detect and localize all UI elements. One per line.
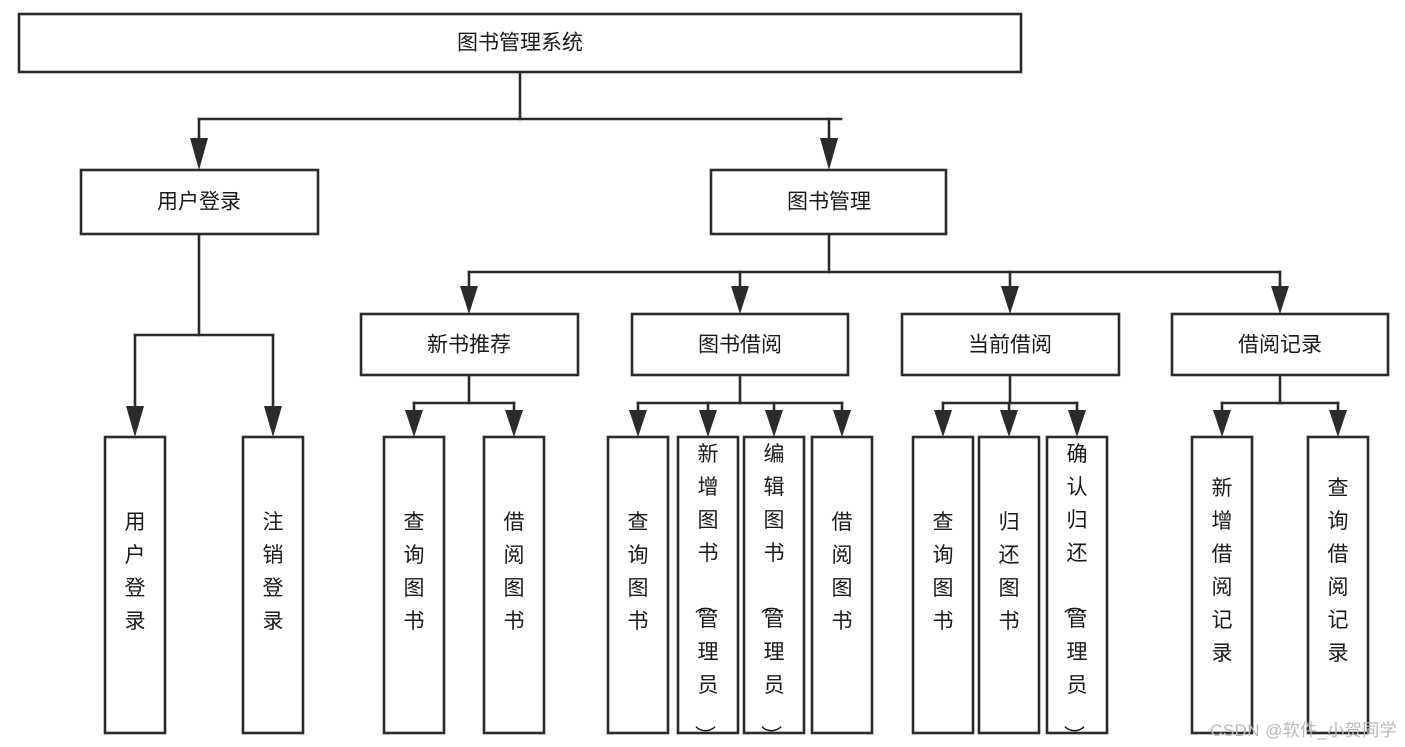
node-leaf-confirm-return-admin[interactable]: 确认归还（管理员） xyxy=(1045,435,1109,746)
leaf-return-book-label: 归还图书 xyxy=(999,511,1020,633)
node-leaf-query-book-2[interactable]: 查询图书 xyxy=(606,435,670,735)
node-leaf-add-borrow-record[interactable]: 新增借阅记录 xyxy=(1190,435,1254,735)
new-book-recommend-label: 新书推荐 xyxy=(427,334,511,357)
new-book-recommend-box[interactable] xyxy=(359,312,580,377)
leaf-add-book-admin-label: 新增图书（管理员） xyxy=(693,443,719,746)
leaf-query-borrow-record-box[interactable] xyxy=(1306,435,1370,735)
arrowhead-leaf-query-book-3 xyxy=(934,410,952,437)
leaf-return-book-box[interactable] xyxy=(977,435,1041,735)
node-leaf-query-borrow-record[interactable]: 查询借阅记录 xyxy=(1306,435,1370,735)
watermark-text: CSDN @软件_小贺同学 xyxy=(1210,721,1397,740)
book-borrow-box[interactable] xyxy=(630,312,850,377)
leaf-borrow-book-1-box[interactable] xyxy=(482,435,546,735)
node-leaf-return-book[interactable]: 归还图书 xyxy=(977,435,1041,735)
book-manage-box[interactable] xyxy=(709,168,948,236)
leaf-confirm-return-admin-label: 确认归还（管理员） xyxy=(1062,443,1088,746)
leaf-borrow-book-2-label: 借阅图书 xyxy=(832,511,853,633)
arrowhead-book-borrow xyxy=(731,286,749,314)
leaf-add-borrow-record-label: 新增借阅记录 xyxy=(1212,477,1233,665)
node-leaf-user-login[interactable]: 用户登录 xyxy=(103,435,167,735)
arrowhead-leaf-query-borrow-record xyxy=(1329,410,1347,437)
leaf-query-book-2-label: 查询图书 xyxy=(628,511,649,633)
arrowhead-leaf-query-book-1 xyxy=(405,410,423,437)
leaf-user-login-label: 用户登录 xyxy=(125,511,146,633)
arrowhead-borrow-record xyxy=(1271,286,1289,314)
arrowhead-current-borrow xyxy=(1001,286,1019,314)
node-root[interactable]: 图书管理系统 xyxy=(17,12,1023,74)
leaf-borrow-book-1-label: 借阅图书 xyxy=(504,511,525,633)
current-borrow-box[interactable] xyxy=(900,312,1121,377)
node-leaf-query-book-1[interactable]: 查询图书 xyxy=(382,435,446,735)
node-leaf-add-book-admin[interactable]: 新增图书（管理员） xyxy=(676,435,740,746)
leaf-edit-book-admin-label: 编辑图书（管理员） xyxy=(759,443,785,746)
leaf-user-login-box[interactable] xyxy=(103,435,167,735)
book-manage-label: 图书管理 xyxy=(787,191,871,214)
arrowhead-leaf-edit-book-admin xyxy=(765,410,783,437)
leaf-query-book-1-label: 查询图书 xyxy=(404,511,425,633)
arrowhead-user-login xyxy=(190,138,208,170)
arrowhead-leaf-query-book-2 xyxy=(629,410,647,437)
leaf-logout-login-box[interactable] xyxy=(241,435,305,735)
leaf-add-borrow-record-box[interactable] xyxy=(1190,435,1254,735)
arrowhead-leaf-logout-login xyxy=(264,406,282,437)
node-book-borrow[interactable]: 图书借阅 xyxy=(630,312,850,377)
connectors-group xyxy=(126,70,1347,437)
node-book-manage[interactable]: 图书管理 xyxy=(709,168,948,236)
arrowhead-leaf-borrow-book-2 xyxy=(833,410,851,437)
root-label: 图书管理系统 xyxy=(457,32,583,55)
node-current-borrow[interactable]: 当前借阅 xyxy=(900,312,1121,377)
borrow-record-box[interactable] xyxy=(1170,312,1390,377)
node-leaf-logout-login[interactable]: 注销登录 xyxy=(241,435,305,735)
borrow-record-label: 借阅记录 xyxy=(1238,334,1322,357)
arrowhead-leaf-borrow-book-1 xyxy=(505,410,523,437)
node-leaf-borrow-book-1[interactable]: 借阅图书 xyxy=(482,435,546,735)
node-leaf-query-book-3[interactable]: 查询图书 xyxy=(911,435,975,735)
leaf-confirm-return-admin-box[interactable] xyxy=(1045,435,1109,735)
user-login-label: 用户登录 xyxy=(157,191,241,214)
leaf-add-book-admin-box[interactable] xyxy=(676,435,740,735)
arrowhead-leaf-add-book-admin xyxy=(699,410,717,437)
leaf-borrow-book-2-box[interactable] xyxy=(810,435,874,735)
arrowhead-book-manage xyxy=(820,138,838,170)
arrowhead-leaf-add-borrow-record xyxy=(1213,410,1231,437)
node-user-login[interactable]: 用户登录 xyxy=(79,168,320,236)
arrowhead-leaf-confirm-return-admin xyxy=(1068,410,1086,437)
user-login-box[interactable] xyxy=(79,168,320,236)
current-borrow-label: 当前借阅 xyxy=(968,334,1052,357)
leaf-query-book-3-label: 查询图书 xyxy=(933,511,954,633)
leaf-edit-book-admin-box[interactable] xyxy=(742,435,806,735)
node-leaf-edit-book-admin[interactable]: 编辑图书（管理员） xyxy=(742,435,806,746)
arrowhead-leaf-user-login xyxy=(126,406,144,437)
root-box[interactable] xyxy=(17,12,1023,74)
leaf-query-book-2-box[interactable] xyxy=(606,435,670,735)
arrowhead-new-book-recommend xyxy=(460,286,478,314)
leaf-query-book-1-box[interactable] xyxy=(382,435,446,735)
leaf-query-borrow-record-label: 查询借阅记录 xyxy=(1328,477,1349,665)
leaf-logout-login-label: 注销登录 xyxy=(263,511,284,633)
arrowhead-leaf-return-book xyxy=(1000,410,1018,437)
node-new-book-recommend[interactable]: 新书推荐 xyxy=(359,312,580,377)
book-borrow-label: 图书借阅 xyxy=(698,334,782,357)
leaf-query-book-3-box[interactable] xyxy=(911,435,975,735)
node-leaf-borrow-book-2[interactable]: 借阅图书 xyxy=(810,435,874,735)
node-borrow-record[interactable]: 借阅记录 xyxy=(1170,312,1390,377)
